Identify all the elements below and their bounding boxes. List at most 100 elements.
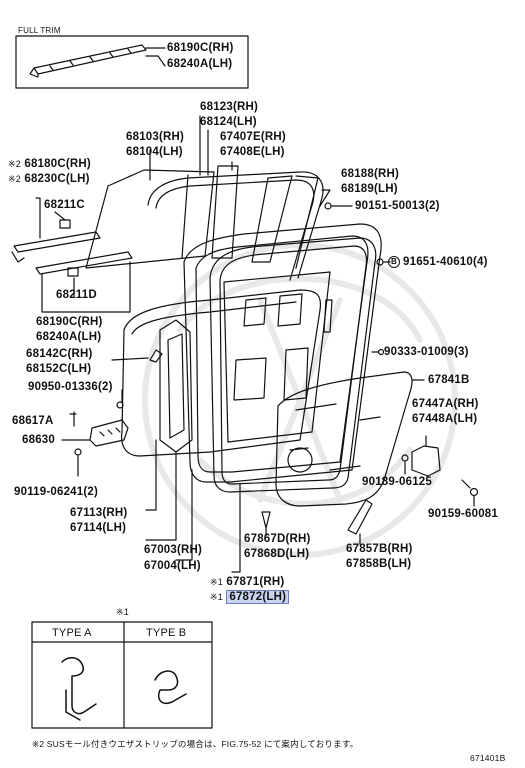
rear-channel xyxy=(251,175,293,263)
label-67841B: 67841B xyxy=(428,374,470,386)
label-67114-lh: 67114(LH) xyxy=(70,522,127,534)
door-weatherstrip-inner xyxy=(219,245,368,485)
full-trim-title: FULL TRIM xyxy=(18,26,61,35)
leader-68123 xyxy=(199,115,209,176)
label-68103-rh: 68103(RH) xyxy=(126,131,185,143)
screw-90189 xyxy=(401,454,409,462)
label-68211C: 68211C xyxy=(44,199,85,211)
division-bar xyxy=(211,165,239,259)
label-68190C-rh-2: 68190C(RH) xyxy=(36,316,103,328)
label-68124-lh: 68124(LH) xyxy=(200,116,257,128)
label-90333: 90333-01009(3) xyxy=(384,346,469,358)
label-90151: 90151-50013(2) xyxy=(355,200,440,212)
footnote: ※2 SUSモール付きウエザストリップの場合は、FIG.75-52 にて案内して… xyxy=(32,739,359,749)
label-68188-rh: 68188(RH) xyxy=(341,168,400,180)
clip-90950 xyxy=(116,401,124,409)
label-68104-lh: 68104(LH) xyxy=(126,146,183,158)
label-68189-lh: 68189(LH) xyxy=(341,183,398,195)
label-67868D-lh: 67868D(LH) xyxy=(244,548,310,560)
door-weatherstrip xyxy=(209,237,377,493)
door-shell xyxy=(121,289,322,457)
label-91651: 91651-40610(4) xyxy=(403,256,488,268)
clip-90159-stem xyxy=(461,479,471,489)
type-table-mark: ※1 xyxy=(116,607,129,617)
door-lock-outer xyxy=(159,319,193,453)
label-90119: 90119-06241(2) xyxy=(14,486,99,498)
clip-90333 xyxy=(377,348,385,356)
label-68240A-lh-2: 68240A(LH) xyxy=(36,331,102,343)
label-68240A-lh: 68240A(LH) xyxy=(167,58,233,70)
bolt-90119 xyxy=(74,448,82,456)
rear-run xyxy=(295,175,319,269)
leader-68142C xyxy=(111,357,149,361)
leader-68211C xyxy=(35,197,66,239)
trim-68142C xyxy=(149,349,163,363)
label-68180C-rh: 68180C(RH) xyxy=(24,158,91,170)
label-90159: 90159-60081 xyxy=(428,508,498,520)
cover-speaker-hole xyxy=(287,447,313,473)
bolt-91651 xyxy=(376,258,384,266)
label-67448A-lh: 67448A(LH) xyxy=(412,413,478,425)
type-a-profile xyxy=(61,657,97,721)
outer-belt-moulding xyxy=(13,231,101,253)
door-service-hole xyxy=(223,271,331,443)
door-check-ribs xyxy=(99,427,121,437)
service-hole-cover-67841B xyxy=(275,371,413,507)
leader-68190C-low xyxy=(41,261,131,313)
label-90950: 90950-01336(2) xyxy=(28,381,113,393)
seal-67857B xyxy=(347,499,373,535)
full-trim-box xyxy=(15,35,249,89)
label-68630: 68630 xyxy=(22,434,55,446)
clip-68211D xyxy=(67,267,79,277)
label-67867D-rh: 67867D(RH) xyxy=(244,533,311,545)
type-a-header: TYPE A xyxy=(52,627,92,639)
label-68617A: 68617A xyxy=(12,415,54,427)
label-67871-rh: 67871(RH) xyxy=(226,576,285,588)
type-b-header: TYPE B xyxy=(146,627,187,639)
label-67858B-lh: 67858B(LH) xyxy=(346,558,412,570)
cover-details xyxy=(289,403,381,471)
glass-run-outer xyxy=(147,171,324,279)
label-67872-lh-highlighted[interactable]: 67872(LH) xyxy=(226,590,290,604)
door-lock-inner xyxy=(167,333,185,439)
label-68152C-lh: 68152C(LH) xyxy=(26,363,92,375)
mark-1-b: ※1 xyxy=(210,592,223,602)
label-67003-rh: 67003(RH) xyxy=(144,544,203,556)
label-68190C-rh: 68190C(RH) xyxy=(167,42,234,54)
door-panel-outer xyxy=(183,223,382,483)
circle-b-mark: B xyxy=(388,256,400,268)
label-68142C-rh: 68142C(RH) xyxy=(26,348,93,360)
mark-1-a: ※1 xyxy=(210,577,223,587)
full-trim-moulding xyxy=(29,44,147,78)
label-67004-lh: 67004(LH) xyxy=(144,560,201,572)
label-67408E-lh: 67408E(LH) xyxy=(220,146,285,158)
label-67857B-rh: 67857B(RH) xyxy=(346,543,413,555)
label-67113-rh: 67113(RH) xyxy=(70,507,128,519)
door-hinge-rod xyxy=(323,299,333,333)
belt-end xyxy=(11,251,25,263)
pin-68617A xyxy=(69,411,77,427)
door-inner-openings xyxy=(233,293,309,401)
leader-67871 xyxy=(231,483,241,573)
label-68230C-lh: 68230C(LH) xyxy=(24,173,90,185)
leader-67003 xyxy=(145,451,193,561)
leader-68190C-top xyxy=(145,47,166,67)
type-b-profile xyxy=(154,670,187,704)
leader-67113 xyxy=(145,439,157,511)
figure-id: 671401B xyxy=(470,753,506,763)
clip-67867D xyxy=(261,511,271,529)
door-shell-edge xyxy=(131,301,297,335)
type-table xyxy=(31,621,213,729)
inner-belt-moulding xyxy=(35,251,133,275)
label-67447A-rh: 67447A(RH) xyxy=(412,398,479,410)
leader-68188 xyxy=(319,189,331,207)
clip-68211C xyxy=(59,219,71,229)
label-68211D: 68211D xyxy=(56,289,97,301)
door-glass xyxy=(85,169,215,269)
mark-2-b: ※2 xyxy=(8,174,21,184)
glass-run-divider xyxy=(181,174,189,259)
mark-2-a: ※2 xyxy=(8,159,21,169)
clip-90159 xyxy=(469,487,479,497)
